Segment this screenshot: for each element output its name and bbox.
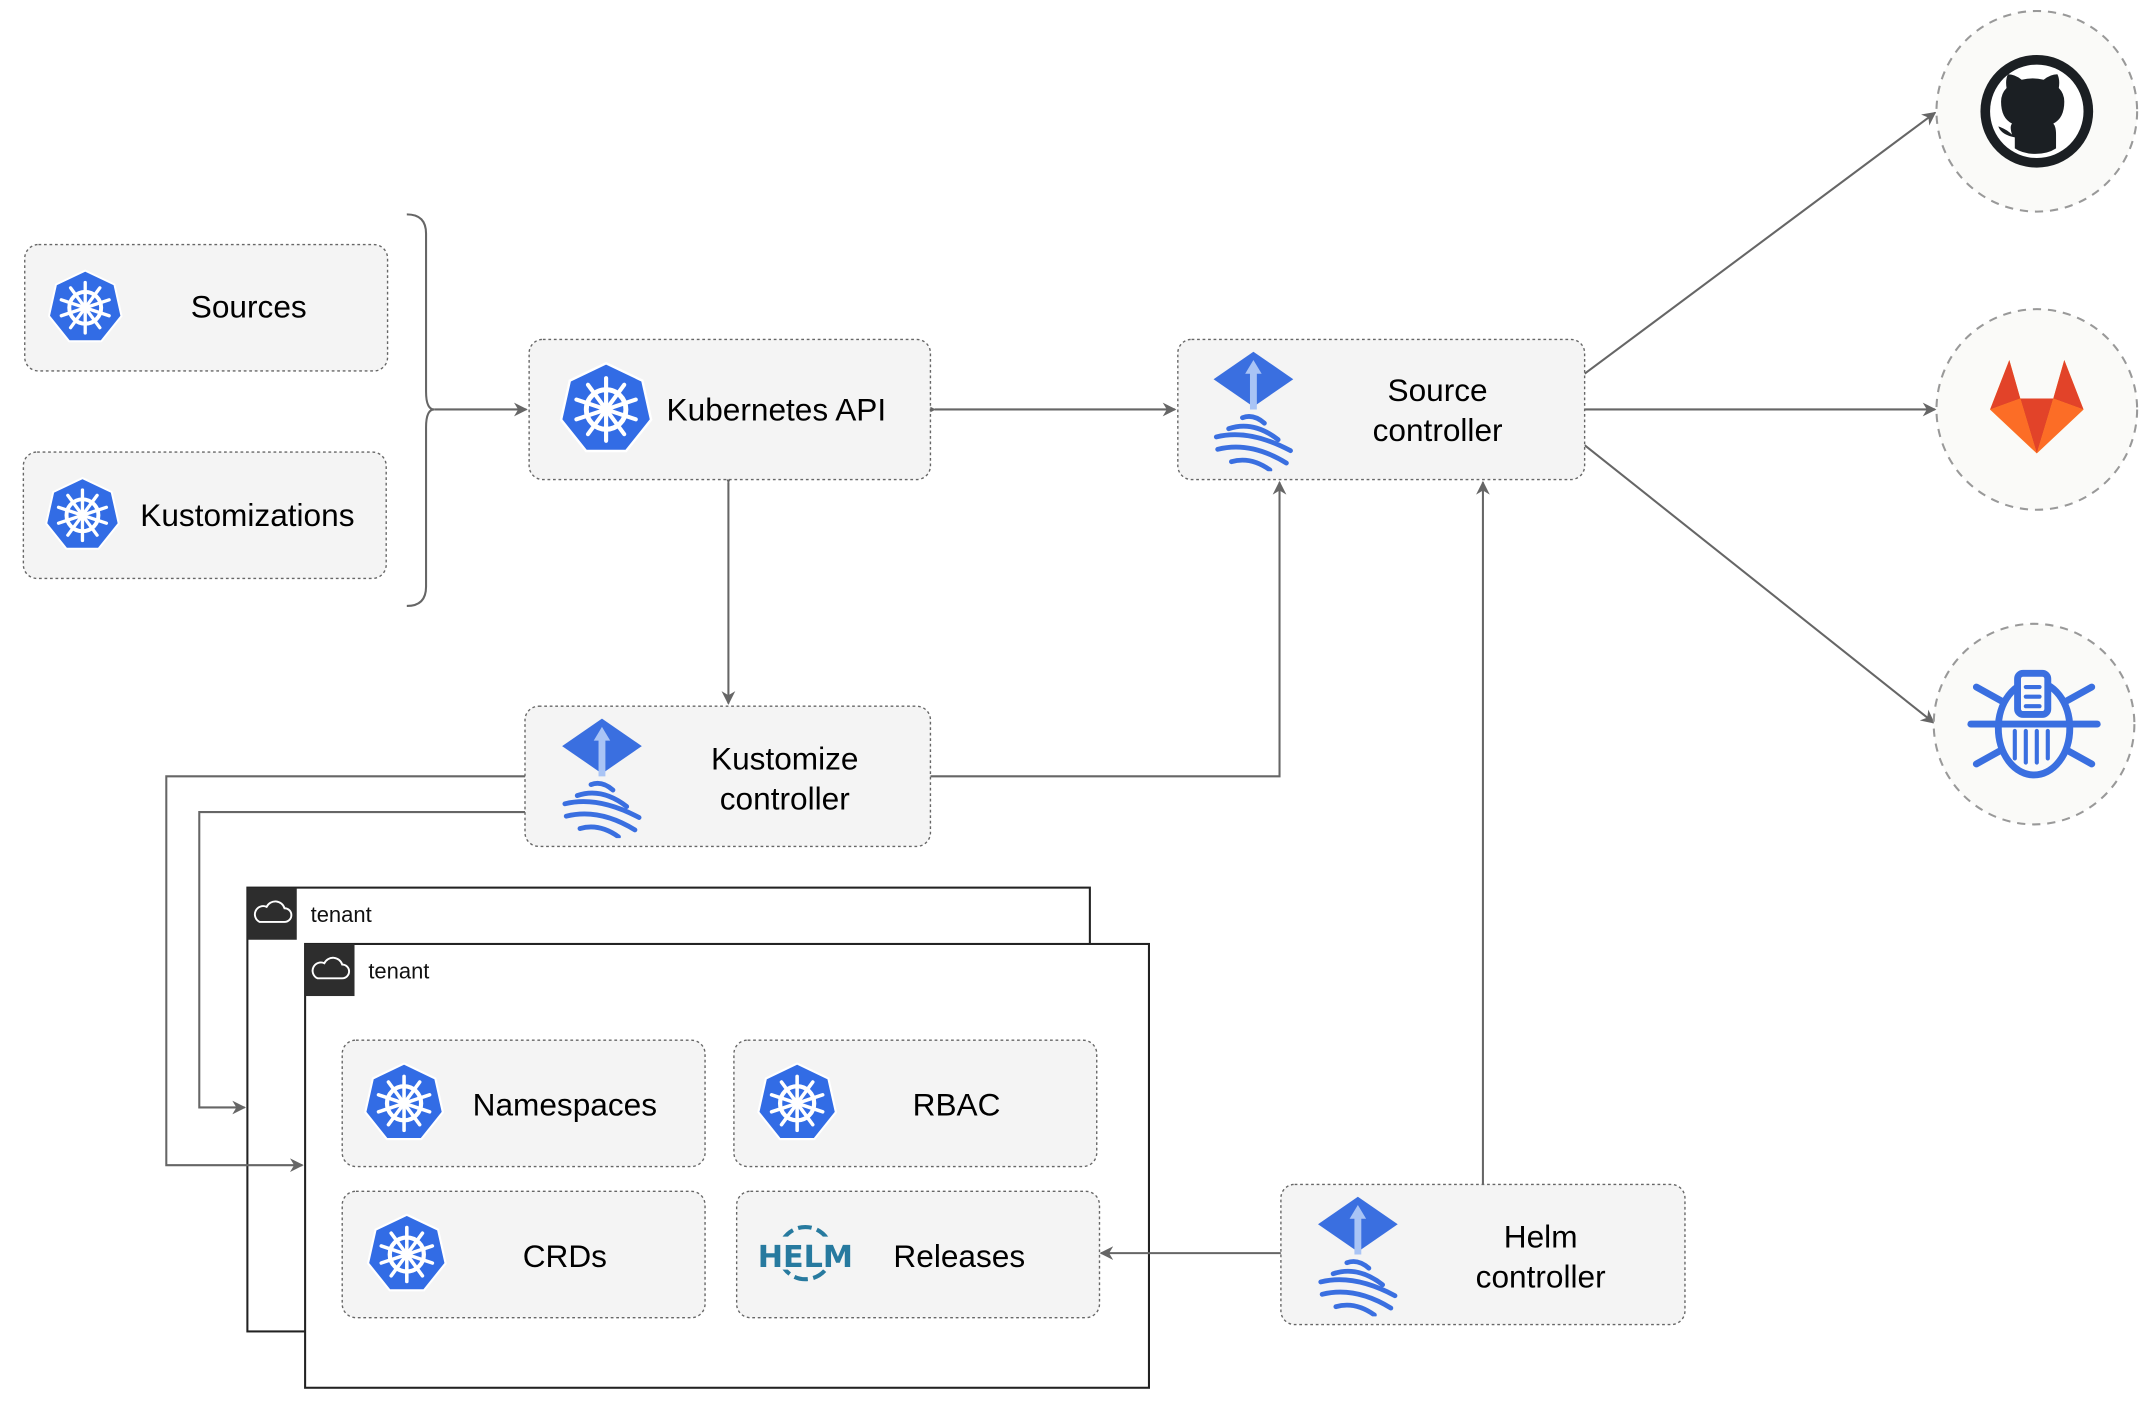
node-rbac[interactable]: RBAC bbox=[733, 1039, 1098, 1168]
gitlab-icon bbox=[1990, 359, 2084, 454]
node-label: Namespaces bbox=[473, 1087, 657, 1123]
github-node[interactable] bbox=[1935, 9, 2139, 213]
cloud-icon bbox=[305, 943, 355, 997]
node-kubernetes-api[interactable]: Kubernetes API bbox=[528, 338, 932, 481]
node-source-controller[interactable]: Source controller bbox=[1177, 338, 1586, 481]
cloud-icon bbox=[247, 887, 297, 940]
node-helm-controller[interactable]: Helm controller bbox=[1280, 1183, 1686, 1326]
bucket-icon bbox=[1967, 669, 2101, 779]
node-label: Sources bbox=[191, 288, 307, 324]
node-label: Kustomizations bbox=[140, 497, 354, 533]
helm-icon: HELM bbox=[758, 1224, 853, 1282]
node-label: Kustomize bbox=[711, 740, 859, 776]
node-label: controller bbox=[720, 780, 850, 816]
bracket bbox=[406, 213, 435, 607]
node-label: RBAC bbox=[913, 1087, 1001, 1123]
node-label: Releases bbox=[893, 1238, 1025, 1274]
tenant-label: tenant bbox=[311, 902, 372, 927]
github-icon bbox=[1980, 54, 2094, 168]
helm-logo-text: HELM bbox=[758, 1240, 853, 1275]
edges bbox=[165, 111, 1937, 1260]
node-label: controller bbox=[1373, 412, 1503, 448]
node-releases[interactable]: HELM Releases bbox=[735, 1190, 1101, 1319]
node-namespaces[interactable]: Namespaces bbox=[341, 1039, 706, 1168]
node-label: CRDs bbox=[523, 1238, 607, 1274]
tenant-label: tenant bbox=[368, 958, 429, 983]
node-kustomizations[interactable]: Kustomizations bbox=[22, 451, 387, 580]
node-crds[interactable]: CRDs bbox=[341, 1190, 706, 1319]
node-sources[interactable]: Sources bbox=[24, 243, 389, 372]
edge-source-bucket bbox=[1583, 444, 1935, 724]
edge-kustomize-source bbox=[930, 480, 1287, 778]
gitlab-node[interactable] bbox=[1935, 308, 2139, 511]
node-label: Kubernetes API bbox=[667, 391, 887, 427]
edge-source-github bbox=[1584, 111, 1937, 375]
node-label: Source bbox=[1388, 372, 1488, 408]
node-kustomize-controller[interactable]: Kustomize controller bbox=[524, 705, 932, 848]
edge-kustomize-tenant-back bbox=[198, 811, 526, 1115]
bucket-node[interactable] bbox=[1932, 622, 2136, 826]
node-label: controller bbox=[1476, 1258, 1606, 1294]
node-label: Helm bbox=[1504, 1219, 1578, 1255]
edge-kustomize-tenant-front bbox=[165, 775, 526, 1173]
